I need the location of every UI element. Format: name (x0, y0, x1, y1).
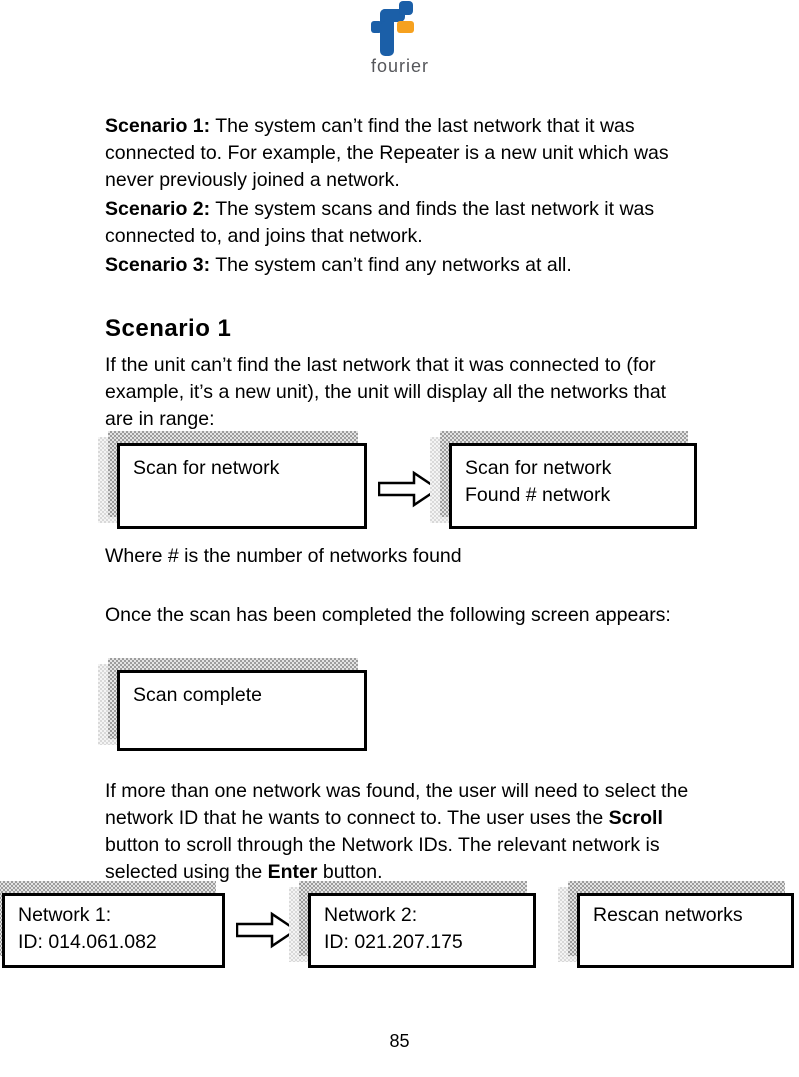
scan-found-box-frame: Scan for network Found # network (449, 443, 697, 529)
logo-f-arm (380, 9, 405, 22)
intro-paragraph-1: Scenario 1: The system can’t find the la… (105, 113, 697, 194)
select-note-t1: If more than one network was found, the … (105, 780, 689, 829)
intro-paragraph-3: Scenario 3: The system can’t find any ne… (105, 252, 697, 279)
logo-f-nub (371, 21, 382, 33)
scenario1-label: Scenario 1: (105, 115, 211, 137)
network2-line2: ID: 021.207.175 (324, 931, 463, 953)
diagram-caption: Where # is the number of networks found (105, 545, 462, 567)
logo-f-dot (399, 1, 413, 15)
network1-box-frame: Network 1: ID: 014.061.082 (2, 893, 225, 968)
scan-found-line1: Scan for network (465, 457, 612, 479)
scan-complete-box: Scan complete (98, 658, 367, 751)
scan-found-box: Scan for network Found # network (430, 431, 697, 529)
scan-screen-box: Scan for network (98, 431, 367, 529)
rescan-box: Rescan networks (558, 881, 794, 968)
page-number: 85 (389, 1031, 410, 1051)
logo-wordmark: fourier (370, 56, 430, 76)
scan-screen-text: Scan for network (133, 457, 280, 479)
section-title: Scenario 1 (105, 315, 232, 342)
section-body: If the unit can’t find the last network … (105, 354, 667, 430)
enter-button-label: Enter (267, 861, 318, 883)
scan-note: Once the scan has been completed the fol… (105, 604, 671, 626)
select-note-t3: button. (317, 861, 383, 883)
intro-paragraph-2: Scenario 2: The system scans and finds t… (105, 196, 697, 250)
scan-complete-box-frame: Scan complete (117, 670, 367, 751)
scenario3-text: The system can’t find any networks at al… (210, 254, 572, 276)
scan-found-line2: Found # network (465, 484, 611, 506)
network1-line1: Network 1: (18, 904, 112, 926)
network1-box: Network 1: ID: 014.061.082 (0, 881, 225, 968)
right-arrow-icon (378, 470, 440, 508)
scenario1-text: The system can’t find the last network t… (105, 115, 669, 191)
rescan-box-frame: Rescan networks (577, 893, 794, 968)
scan-screen-box-frame: Scan for network (117, 443, 367, 529)
scenario2-label: Scenario 2: (105, 198, 211, 220)
scenario3-label: Scenario 3: (105, 254, 211, 276)
rescan-text: Rescan networks (593, 904, 743, 926)
network1-line2: ID: 014.061.082 (18, 931, 157, 953)
select-note-t2: button to scroll through the Network IDs… (105, 834, 660, 883)
scenario2-text: The system scans and finds the last netw… (105, 198, 655, 247)
network2-box-frame: Network 2: ID: 021.207.175 (308, 893, 536, 968)
logo-orange-dash (397, 21, 414, 33)
scroll-button-label: Scroll (608, 807, 663, 829)
right-arrow-icon (236, 911, 298, 949)
network2-line1: Network 2: (324, 904, 418, 926)
select-note: If more than one network was found, the … (105, 778, 697, 886)
network2-box: Network 2: ID: 021.207.175 (289, 881, 536, 968)
scan-complete-text: Scan complete (133, 684, 262, 706)
